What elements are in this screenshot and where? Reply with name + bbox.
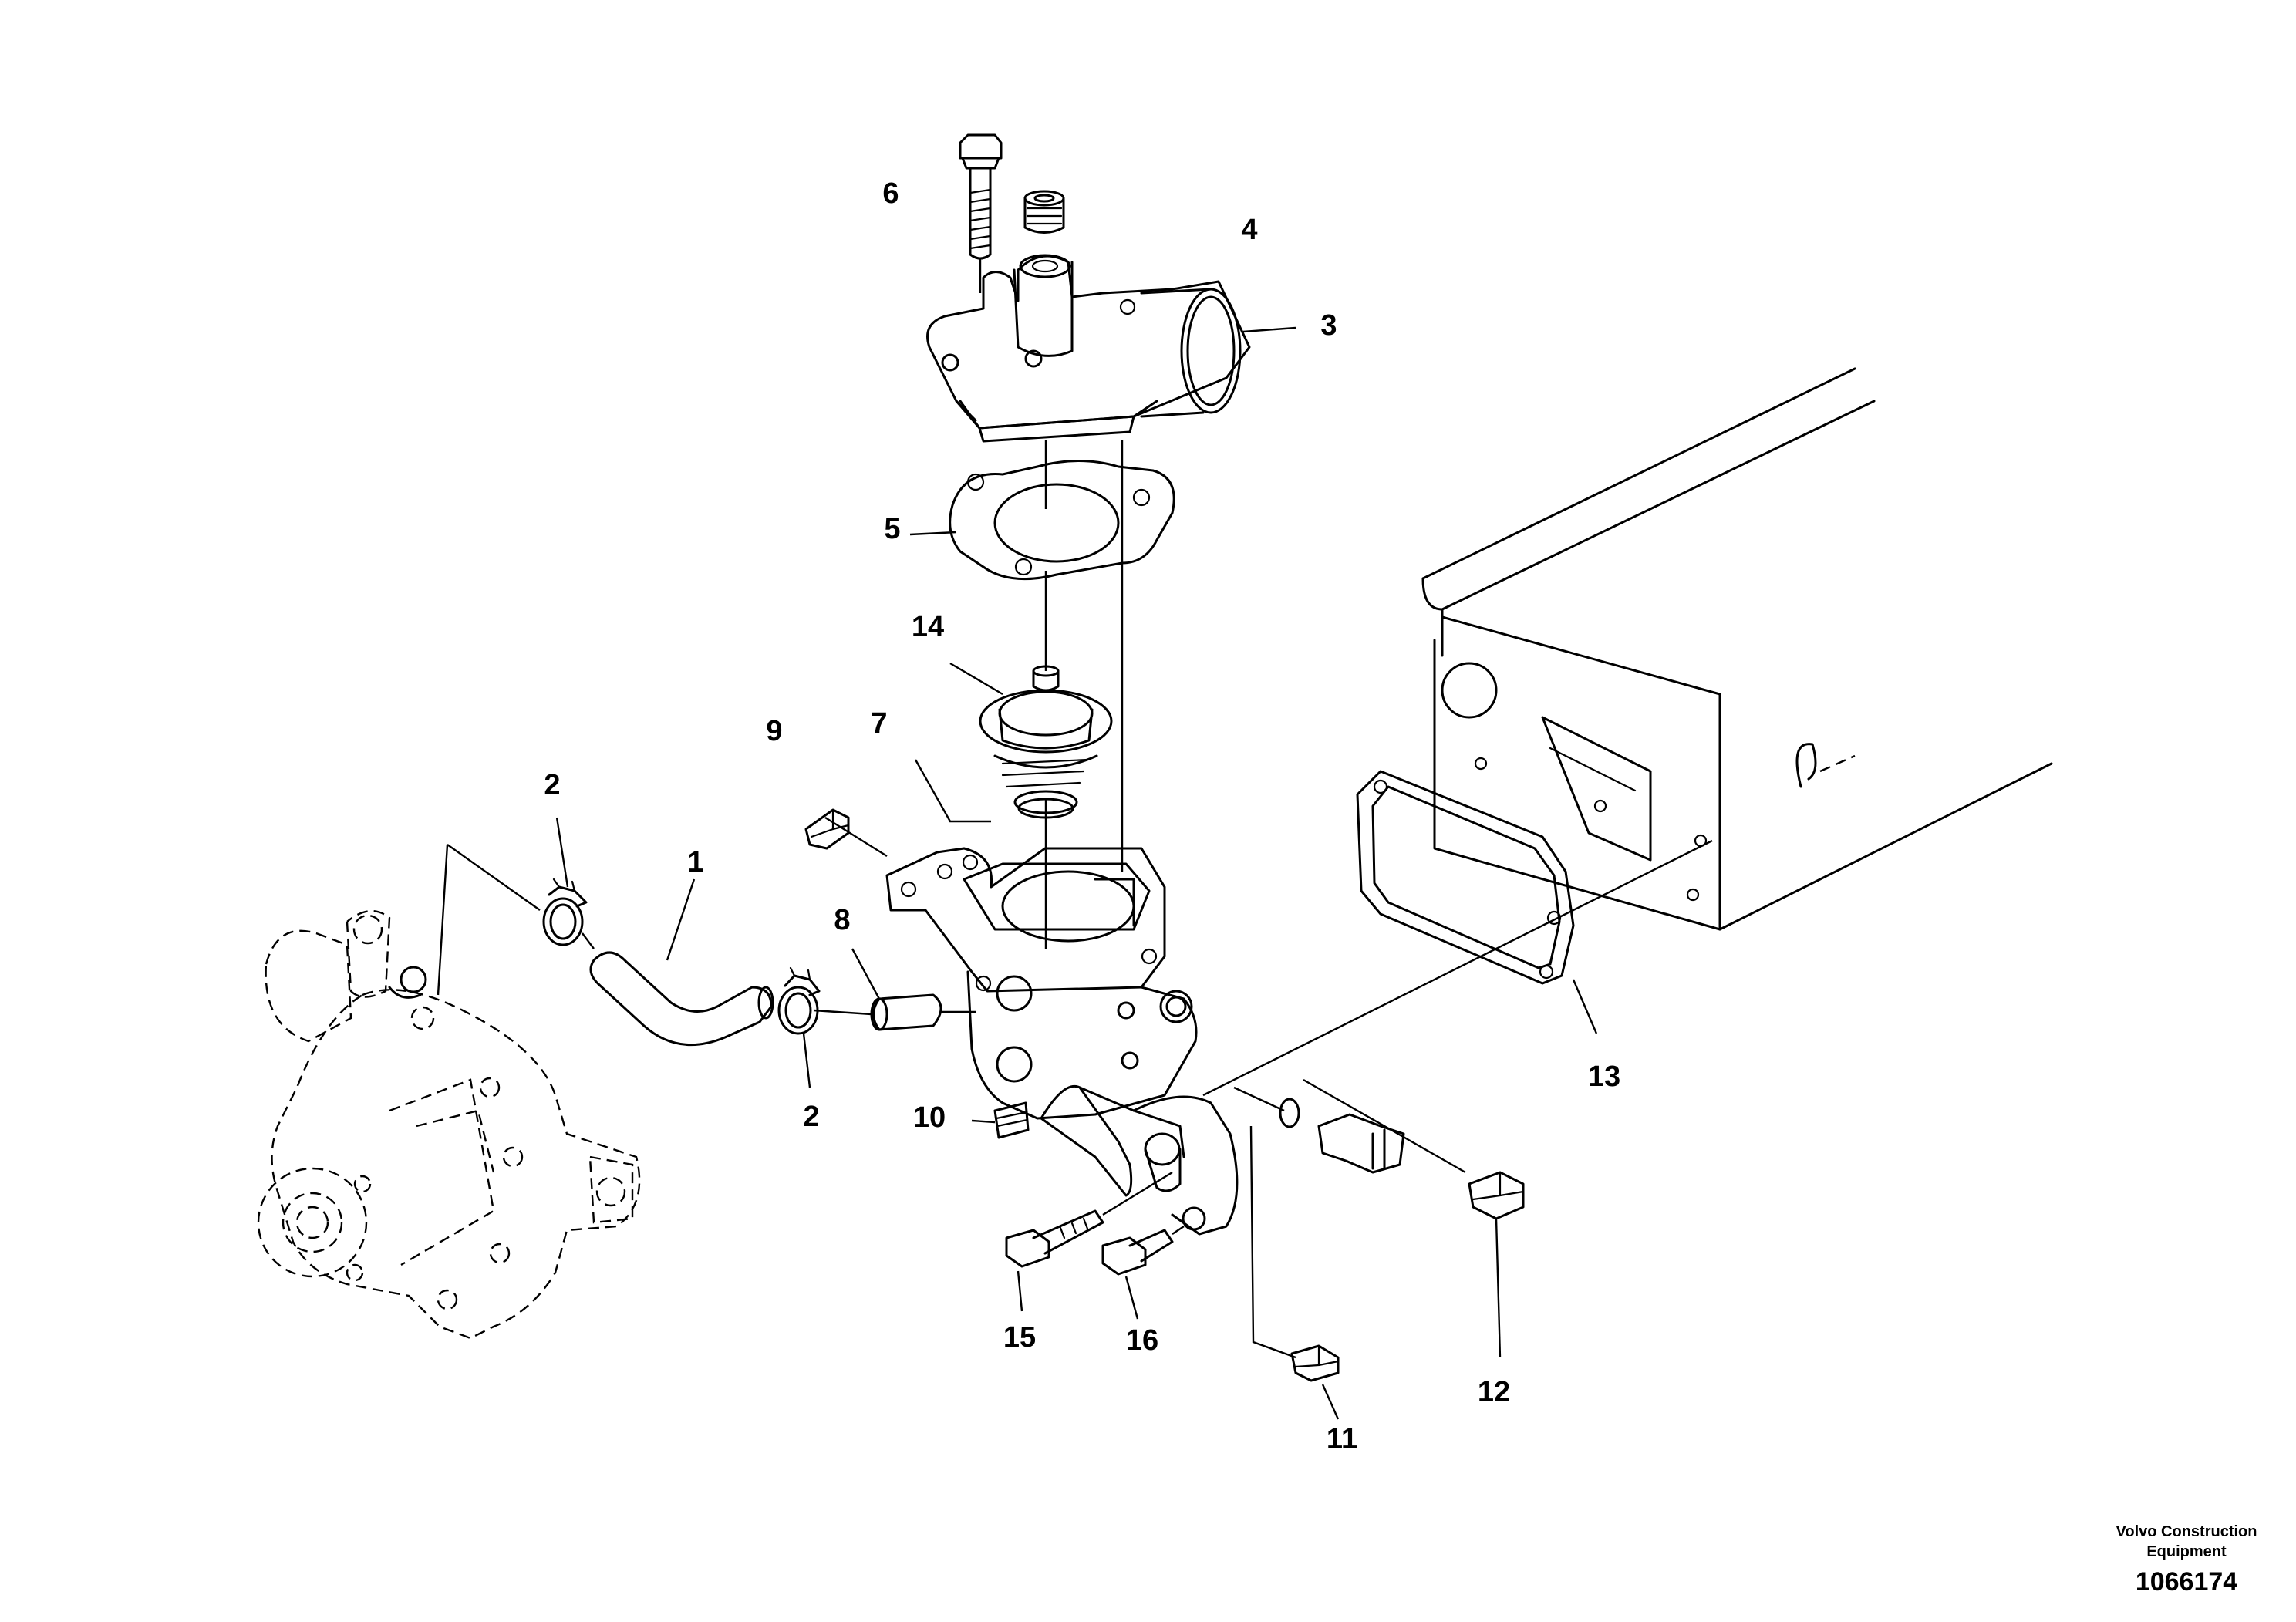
callout-3: 3	[1320, 309, 1337, 342]
callout-8: 8	[834, 904, 850, 936]
part-5-gasket	[909, 460, 1175, 581]
part-14-thermostat	[949, 662, 1113, 819]
callout-6: 6	[882, 177, 899, 210]
callout-12: 12	[1478, 1376, 1510, 1408]
part-11-plug	[1249, 1125, 1340, 1420]
part-10-plug	[971, 1101, 1030, 1139]
callout-5: 5	[884, 513, 900, 545]
temperature-sensor	[1233, 1086, 1405, 1174]
brand-line-2: Equipment	[2146, 1543, 2227, 1560]
part-8-pipe	[813, 948, 976, 1031]
callout-13: 13	[1588, 1061, 1620, 1093]
part-2-clamp-a	[542, 817, 595, 949]
part-6-bolt	[959, 133, 1003, 293]
pump-to-hose-line	[447, 844, 541, 911]
assembly-lines	[1044, 440, 1124, 949]
callout-1: 1	[687, 846, 703, 878]
pump-vertical-line	[437, 844, 449, 996]
callout-14: 14	[912, 611, 944, 643]
part-12-plug	[1303, 1078, 1525, 1358]
part-16-bolt	[1101, 1226, 1185, 1320]
footer: Volvo Construction Equipment 1066174	[2116, 1523, 2257, 1597]
callout-4: 4	[1241, 214, 1257, 246]
document-number: 1066174	[2136, 1567, 2237, 1597]
engine-block	[1421, 367, 2053, 931]
part-1-hose	[589, 878, 774, 1047]
part-3-thermostat-cover	[926, 254, 1296, 443]
callout-7: 7	[871, 707, 887, 740]
callout-10: 10	[913, 1101, 946, 1134]
callout-2b: 2	[803, 1101, 819, 1133]
part-13-gasket	[1202, 770, 1713, 1097]
part-15-bolt	[1005, 1171, 1173, 1312]
part-7-thermostat-housing	[824, 759, 1239, 1236]
brand-line-1: Volvo Construction	[2116, 1523, 2257, 1540]
callout-9: 9	[766, 715, 782, 747]
callout-16: 16	[1126, 1324, 1158, 1357]
part-4-plug	[1023, 190, 1065, 234]
water-pump	[257, 909, 641, 1340]
callout-15: 15	[1003, 1321, 1036, 1354]
callout-2a: 2	[544, 769, 560, 801]
callout-11: 11	[1327, 1423, 1357, 1455]
part-9-plug	[804, 808, 850, 850]
part-2-clamp-b	[777, 966, 821, 1088]
callout-labels: 1 2 2 3 4 5 6 7 8 9 10 11 12 13 14 15 16	[544, 177, 1620, 1455]
